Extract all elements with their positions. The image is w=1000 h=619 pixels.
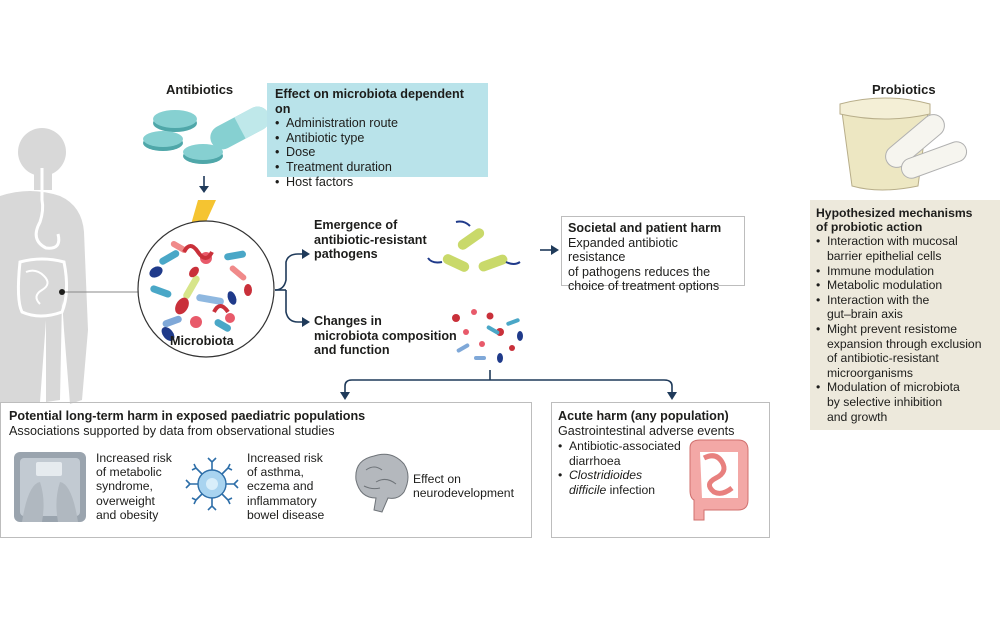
effect-box-heading: Effect on microbiota dependent on: [275, 87, 464, 116]
resistance-label: Emergence of antibiotic-resistant pathog…: [314, 218, 427, 262]
immune-cell-icon: [185, 457, 239, 511]
effect-item: Administration route: [275, 116, 480, 131]
acute-heading: Acute harm (any population): [558, 409, 729, 423]
effect-item: Dose: [275, 145, 480, 160]
effect-list: Administration route Antibiotic type Dos…: [275, 116, 480, 189]
composition-label: Changes in microbiota composition and fu…: [314, 314, 457, 358]
altered-microbes-icon: [452, 309, 523, 363]
human-silhouette-icon: [0, 128, 88, 404]
mechanism-item: Metabolic modulation: [816, 278, 994, 293]
effect-item: Host factors: [275, 175, 480, 190]
longterm-subheading: Associations supported by data from obse…: [9, 424, 335, 438]
effect-item: Treatment duration: [275, 160, 480, 175]
microbiota-label: Microbiota: [170, 334, 234, 348]
acute-harm-box: Acute harm (any population) Gastrointest…: [551, 402, 770, 538]
brain-icon: [355, 453, 409, 513]
probiotics-title: Probiotics: [872, 82, 936, 97]
neurodevelopment-text: Effect on neurodevelopment: [413, 472, 514, 501]
intestine-icon: [689, 439, 749, 521]
effect-item: Antibiotic type: [275, 131, 480, 146]
probiotic-mechanisms-box: Hypothesized mechanisms of probiotic act…: [810, 200, 1000, 430]
antibiotic-pills-icon: [143, 106, 270, 164]
mechanism-item: Immune modulation: [816, 264, 994, 279]
asthma-risk-text: Increased risk of asthma, eczema and inf…: [247, 451, 325, 522]
effect-box: Effect on microbiota dependent on Admini…: [267, 83, 488, 189]
microbiota-circle-icon: [137, 220, 275, 358]
longterm-harm-box: Potential long-term harm in exposed paed…: [0, 402, 532, 538]
probiotic-container-icon: [839, 97, 968, 191]
acute-subheading: Gastrointestinal adverse events: [558, 424, 735, 438]
longterm-heading: Potential long-term harm in exposed paed…: [9, 409, 366, 423]
antibiotics-title: Antibiotics: [166, 82, 234, 97]
societal-harm-heading: Societal and patient harm: [568, 221, 722, 235]
societal-harm-box: Societal and patient harm Expanded antib…: [561, 216, 745, 293]
weighing-scale-icon: [14, 452, 86, 522]
metabolic-risk-text: Increased risk of metabolic syndrome, ov…: [96, 451, 172, 522]
resistant-bacteria-icon: [427, 220, 521, 272]
